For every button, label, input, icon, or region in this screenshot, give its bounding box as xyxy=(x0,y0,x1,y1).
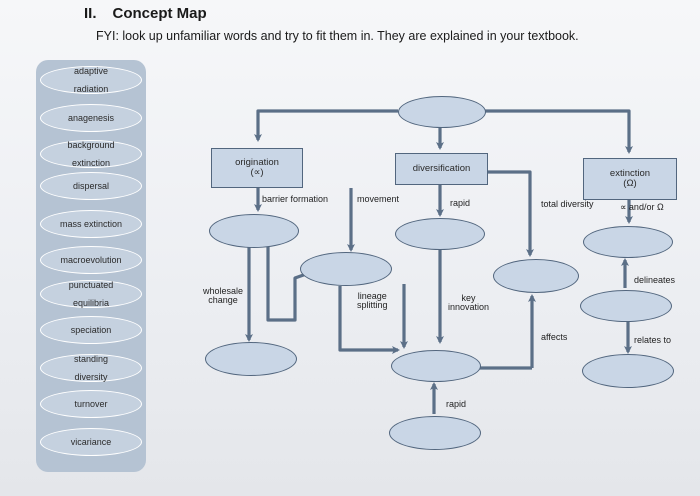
origination-label: origination xyxy=(235,157,279,168)
alpha-omega-label: ∝ and/or Ω xyxy=(620,202,664,212)
wholesale-change-oval-blank[interactable] xyxy=(205,342,297,376)
extinction-box: extinction (Ω) xyxy=(583,158,677,200)
term-label: turnover xyxy=(74,398,108,409)
term-bank-item[interactable]: turnover xyxy=(40,390,142,418)
term-bank-item[interactable]: anagenesis xyxy=(40,104,142,132)
affects-label: affects xyxy=(541,332,568,342)
term-label: vicariance xyxy=(70,436,112,447)
key-innovation-oval-blank[interactable] xyxy=(391,350,481,382)
top-oval-blank[interactable] xyxy=(398,96,486,128)
extinction-label: extinction xyxy=(609,168,651,179)
relates-to-oval-blank[interactable] xyxy=(582,354,674,388)
term-label: mass extinction xyxy=(59,218,123,229)
origination-result-oval-blank[interactable] xyxy=(209,214,299,248)
section-number: II. xyxy=(84,5,97,22)
term-bank-item[interactable]: background extinction xyxy=(40,140,142,168)
total-diversity-label: total diversity xyxy=(541,199,594,209)
wholesale-word: wholesale xyxy=(203,286,244,296)
delineates-oval-blank[interactable] xyxy=(580,290,672,322)
movement-label: movement xyxy=(357,194,400,204)
diversification-to-total-line xyxy=(488,170,534,257)
diversification-result-oval-blank[interactable] xyxy=(395,218,485,250)
term-bank-item[interactable]: mass extinction xyxy=(40,210,142,238)
term-bank-item[interactable]: adaptive radiation xyxy=(40,66,142,94)
rapid-label-lower: rapid xyxy=(446,399,467,409)
diversification-box: diversification xyxy=(395,153,488,185)
top-to-origination-line xyxy=(254,109,398,142)
key-innovation-label: key innovation xyxy=(448,294,489,312)
bottom-rapid-oval-blank[interactable] xyxy=(389,416,481,450)
term-label: speciation xyxy=(70,324,112,335)
term-bank-item[interactable]: vicariance xyxy=(40,428,142,456)
lineage-splitting-label: lineage splitting xyxy=(357,292,388,310)
term-bank-item[interactable]: dispersal xyxy=(40,172,142,200)
origination-symbol: (∝) xyxy=(250,167,264,178)
term-bank-item[interactable]: speciation xyxy=(40,316,142,344)
term-label: adaptive xyxy=(73,65,109,76)
term-label: standing xyxy=(73,353,109,364)
extinction-symbol: (Ω) xyxy=(623,178,637,189)
rapid-label-upper: rapid xyxy=(450,198,471,208)
term-label: punctuated xyxy=(68,279,114,290)
left-oval-side-line xyxy=(266,246,313,322)
wholesale-change-label: wholesale change xyxy=(203,287,243,305)
term-label-line2: extinction xyxy=(71,157,111,168)
term-label: macroevolution xyxy=(60,254,122,265)
section-heading: II. Concept Map xyxy=(84,5,207,22)
lineage-word: lineage xyxy=(357,291,387,301)
term-bank-item[interactable]: standing diversity xyxy=(40,354,142,382)
term-label-line2: radiation xyxy=(73,83,109,94)
change-word: change xyxy=(208,295,238,305)
instruction-text: FYI: look up unfamiliar words and try to… xyxy=(96,29,579,43)
term-label: anagenesis xyxy=(67,112,115,123)
lineage-splitting-line xyxy=(338,286,400,354)
term-bank-item[interactable]: punctuated equilibria xyxy=(40,280,142,308)
term-label: background xyxy=(67,139,115,150)
top-to-extinction-line xyxy=(485,109,633,154)
relates-to-label: relates to xyxy=(634,335,672,345)
diversification-label: diversification xyxy=(412,163,471,174)
section-title: Concept Map xyxy=(112,5,207,22)
delineates-label: delineates xyxy=(634,275,676,285)
term-bank-item[interactable]: macroevolution xyxy=(40,246,142,274)
term-label-line2: diversity xyxy=(74,371,108,382)
barrier-formation-label: barrier formation xyxy=(262,194,329,204)
center-oval-blank[interactable] xyxy=(300,252,392,286)
key-word: key xyxy=(461,293,476,303)
splitting-word: splitting xyxy=(357,300,388,310)
extinction-result-oval-blank[interactable] xyxy=(583,226,673,258)
term-label-line2: equilibria xyxy=(72,297,110,308)
innovation-word: innovation xyxy=(448,302,490,312)
term-label: dispersal xyxy=(72,180,110,191)
origination-box: origination (∝) xyxy=(211,148,303,188)
total-diversity-oval-blank[interactable] xyxy=(493,259,579,293)
